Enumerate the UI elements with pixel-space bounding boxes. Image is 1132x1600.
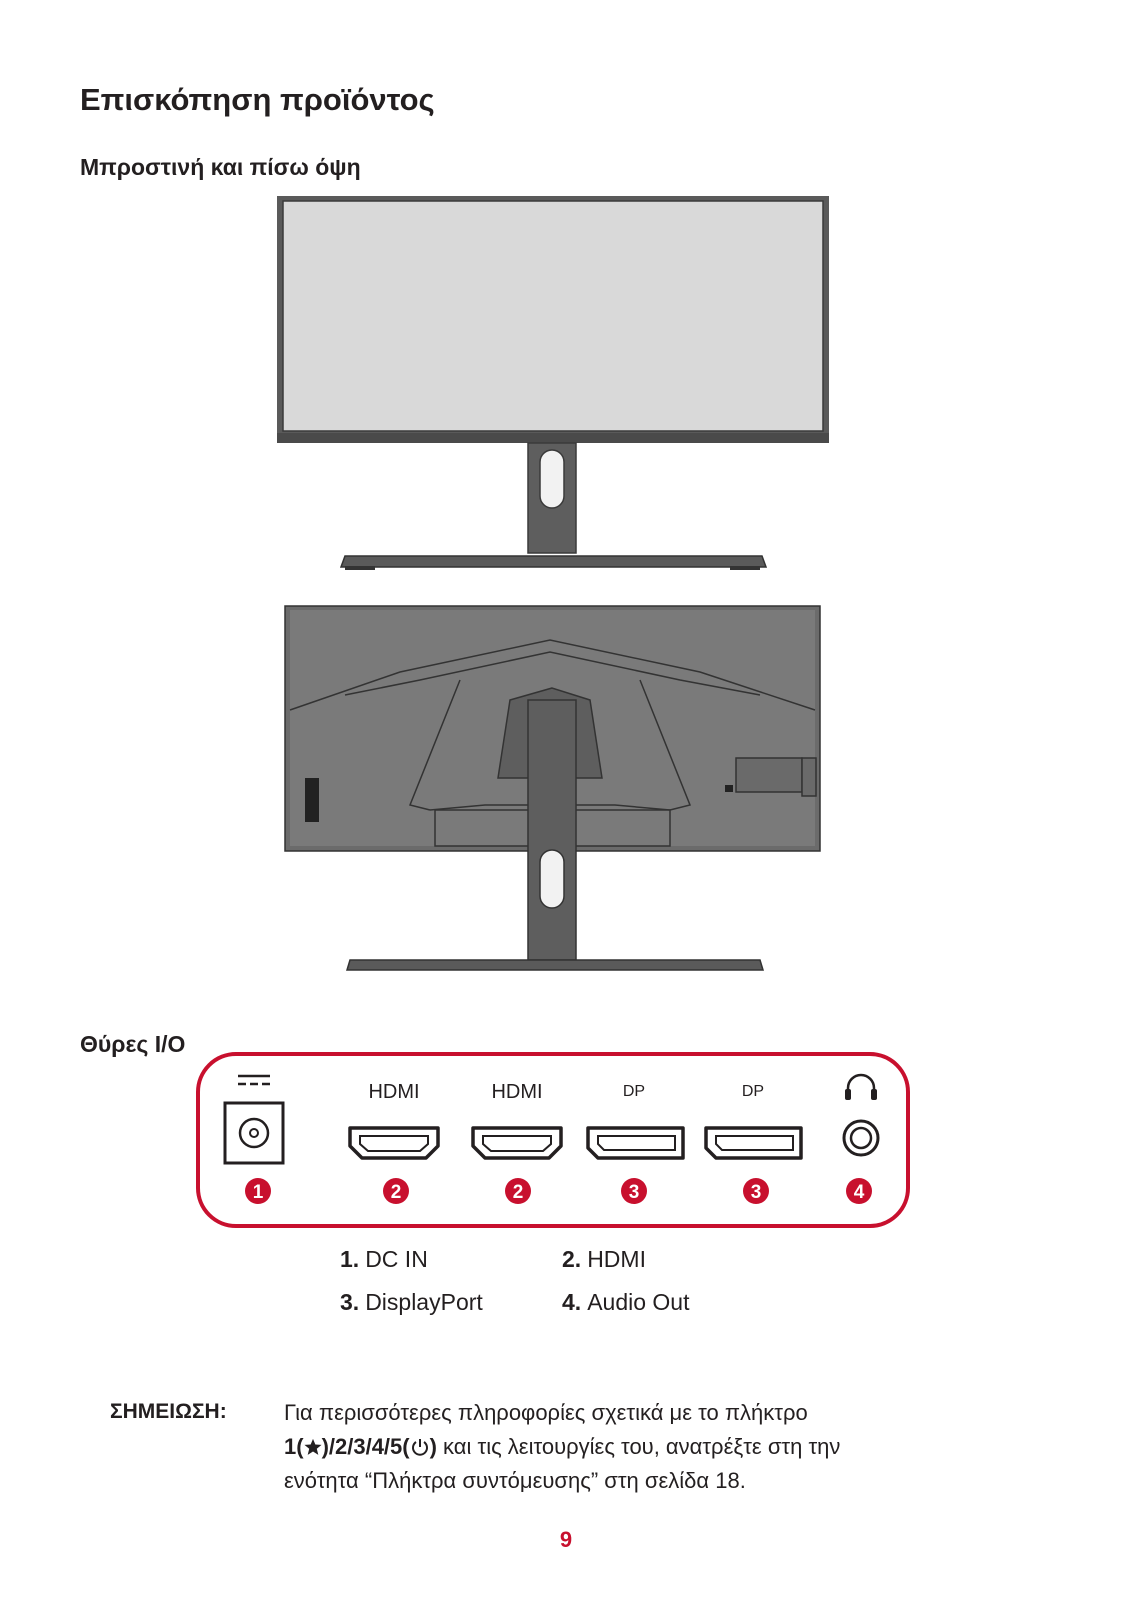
note-line: Για περισσότερες πληροφορίες σχετικά με … — [284, 1400, 808, 1425]
displayport-icon — [704, 1126, 803, 1160]
port-number-marker: 4 — [846, 1178, 872, 1204]
port-number-marker: 2 — [383, 1178, 409, 1204]
hdmi-port-icon — [471, 1126, 563, 1160]
port-number-marker: 3 — [621, 1178, 647, 1204]
section-heading-views: Μπροστινή και πίσω όψη — [80, 154, 361, 180]
svg-text:2: 2 — [391, 1182, 402, 1203]
port-label: HDMI — [368, 1081, 419, 1103]
io-ports-panel: HDMI HDMI DP DP 1 2 2 — [196, 1052, 910, 1228]
note-line: ενότητα “Πλήκτρα συντόμευσης” στη σελίδα… — [284, 1468, 746, 1493]
dc-power-symbol-icon — [238, 1074, 270, 1086]
svg-text:2: 2 — [513, 1182, 524, 1203]
svg-text:3: 3 — [629, 1182, 640, 1203]
power-icon — [411, 1439, 428, 1456]
legend-item-displayport: 3.DisplayPort — [340, 1289, 483, 1315]
port-number-marker: 2 — [505, 1178, 531, 1204]
audio-jack-icon — [842, 1119, 880, 1157]
legend-item-dc-in: 1.DC IN — [340, 1246, 428, 1272]
monitor-front-view — [277, 196, 829, 570]
dc-in-port-icon — [223, 1101, 285, 1165]
page-title: Επισκόπηση προϊόντος — [80, 82, 435, 117]
note-line: 1()/2/3/4/5() και τις λειτουργίες του, α… — [284, 1434, 841, 1459]
legend-item-audio-out: 4.Audio Out — [562, 1289, 690, 1315]
headphone-icon — [845, 1073, 877, 1100]
svg-text:3: 3 — [751, 1182, 762, 1203]
port-label: HDMI — [491, 1081, 542, 1103]
displayport-icon — [586, 1126, 685, 1160]
star-icon — [304, 1438, 322, 1455]
note-body: Για περισσότερες πληροφορίες σχετικά με … — [284, 1396, 1004, 1498]
monitor-back-view — [284, 605, 821, 971]
port-label: DP — [623, 1083, 645, 1100]
port-label: DP — [742, 1083, 764, 1100]
svg-text:4: 4 — [854, 1182, 865, 1203]
page-number: 9 — [559, 1527, 573, 1552]
section-heading-io-ports: Θύρες I/O — [80, 1031, 186, 1057]
note-label: ΣΗΜΕΙΩΣΗ: — [110, 1400, 227, 1423]
hdmi-port-icon — [348, 1126, 440, 1160]
svg-text:1: 1 — [253, 1182, 264, 1203]
legend-item-hdmi: 2.HDMI — [562, 1246, 646, 1272]
port-number-marker: 3 — [743, 1178, 769, 1204]
port-number-marker: 1 — [245, 1178, 271, 1204]
